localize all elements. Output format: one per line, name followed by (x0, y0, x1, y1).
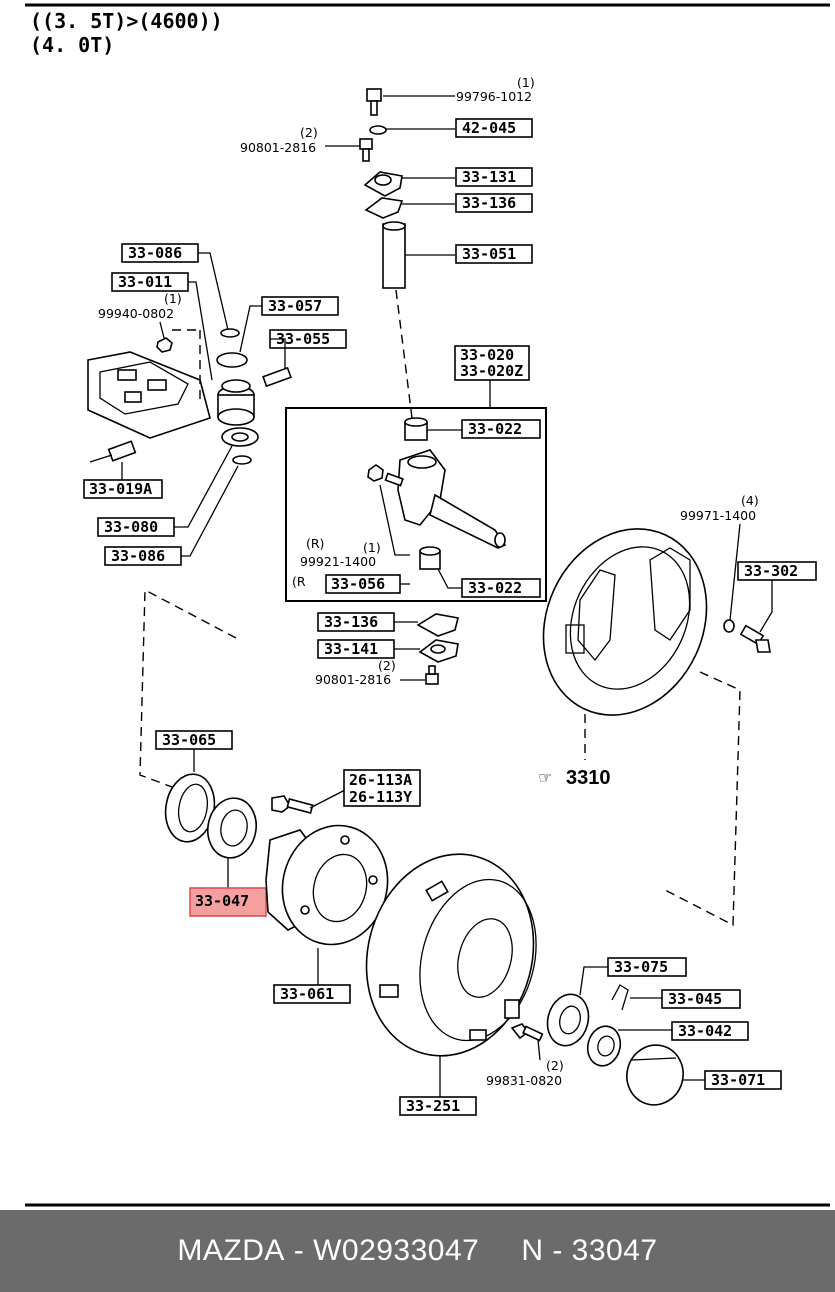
label-42-045: 42-045 (462, 119, 516, 137)
hub-cap-33-071 (626, 1044, 684, 1106)
label-33-086-top: 33-086 (128, 244, 182, 262)
note-qty-1c: (1) (363, 540, 381, 555)
label-33-075: 33-075 (614, 958, 668, 976)
label-33-020: 33-020 (460, 346, 514, 364)
label-33-131: 33-131 (462, 168, 516, 186)
ref-arrow-icon: ☞ (538, 768, 552, 787)
header-line-2: (4. 0T) (30, 33, 114, 57)
note-r-2: (R (292, 574, 306, 589)
nut-99940-0802 (156, 337, 173, 353)
grease-nipple-33-055 (262, 366, 292, 388)
bushing-33-022-bottom (419, 546, 441, 570)
footer-code: N - 33047 (521, 1234, 658, 1267)
label-33-251: 33-251 (406, 1097, 460, 1115)
label-33-047: 33-047 (195, 892, 249, 910)
bolt-33-019a (89, 440, 137, 463)
part-footer: MAZDA - W02933047 N - 33047 (0, 1210, 835, 1292)
label-33-022-bottom: 33-022 (468, 579, 522, 597)
wheel-hub-33-061 (265, 824, 389, 946)
footer-part-number: W02933047 (313, 1234, 480, 1267)
nut-99921-1400 (367, 464, 384, 482)
footer-separator: - (284, 1234, 314, 1267)
oil-seal-33-065 (164, 773, 216, 843)
label-33-065: 33-065 (162, 731, 216, 749)
label-26-113y: 26-113Y (349, 788, 412, 806)
bolt-99831-0820 (510, 1023, 544, 1042)
note-qty-4: (4) (741, 493, 759, 508)
hub-bolt-26-113 (271, 795, 314, 814)
label-33-136-bottom: 33-136 (324, 613, 378, 631)
washer-42-045 (369, 125, 387, 135)
label-33-042: 33-042 (678, 1022, 732, 1040)
note-qty-2c: (2) (546, 1058, 564, 1073)
bolt-90801-2816-top (359, 138, 373, 162)
label-33-071: 33-071 (711, 1071, 765, 1089)
note-99940-0802: 99940-0802 (98, 306, 174, 321)
highlight-33-047 (189, 887, 267, 917)
knuckle-kit-frame (285, 407, 547, 602)
note-r-1: (R) (306, 536, 324, 551)
bolt-33-302 (739, 624, 771, 653)
label-33-141: 33-141 (324, 640, 378, 658)
note-qty-1b: (1) (164, 291, 182, 306)
ring-33-086-bottom (232, 455, 252, 465)
label-33-057: 33-057 (268, 297, 322, 315)
label-33-302: 33-302 (744, 562, 798, 580)
cap-33-141 (418, 639, 459, 663)
label-33-011: 33-011 (118, 273, 172, 291)
note-99831-0820: 99831-0820 (486, 1073, 562, 1088)
note-99796-1012: 99796-1012 (456, 89, 532, 104)
note-qty-1a: (1) (517, 75, 535, 90)
label-33-022-top: 33-022 (468, 420, 522, 438)
header-line-1: ((3. 5T)>(4600)) (30, 9, 223, 33)
king-pin-bolt (366, 88, 382, 116)
bushing-33-022-top (404, 417, 428, 441)
axle-beam (87, 351, 211, 439)
knuckle-arm (217, 379, 255, 426)
brake-drum-33-251 (365, 853, 537, 1057)
label-26-113a: 26-113A (349, 771, 412, 789)
label-33-061: 33-061 (280, 985, 334, 1003)
castle-nut-33-042 (586, 1025, 622, 1067)
cotter-pin-33-045 (611, 984, 629, 1011)
note-99921-1400: 99921-1400 (300, 554, 376, 569)
label-33-136-top: 33-136 (462, 194, 516, 212)
steering-knuckle (397, 449, 507, 549)
parts-diagram: ((3. 5T)>(4600)) (4. 0T) (1) 99796-1012 … (25, 3, 830, 1207)
gasket-33-136-top (364, 197, 404, 219)
label-33-019a: 33-019A (89, 480, 152, 498)
label-33-020z: 33-020Z (460, 362, 523, 380)
bearing-33-075 (546, 993, 590, 1047)
label-33-086-bottom: 33-086 (111, 547, 165, 565)
bolt-90801-2816-bottom (425, 665, 439, 685)
ring-33-086-top (220, 328, 240, 338)
label-33-055: 33-055 (276, 330, 330, 348)
note-qty-2a: (2) (300, 125, 318, 140)
footer-brand: MAZDA (177, 1234, 285, 1267)
note-99971-1400: 99971-1400 (680, 508, 756, 523)
label-33-080: 33-080 (104, 518, 158, 536)
note-90801-2816-top: 90801-2816 (240, 140, 316, 155)
washer-99971-1400 (723, 619, 735, 633)
bearing-33-047 (206, 797, 258, 859)
note-90801-2816-bottom: 90801-2816 (315, 672, 391, 687)
king-pin-33-051 (382, 221, 406, 289)
label-33-045: 33-045 (668, 990, 722, 1008)
note-qty-2b: (2) (378, 658, 396, 673)
gasket-33-136-bottom (416, 613, 459, 637)
label-33-051: 33-051 (462, 245, 516, 263)
backing-plate (542, 528, 708, 716)
shim-33-057 (216, 352, 248, 368)
cap-33-131 (363, 171, 403, 197)
label-33-056: 33-056 (331, 575, 385, 593)
ref-3310: 3310 (566, 767, 611, 789)
